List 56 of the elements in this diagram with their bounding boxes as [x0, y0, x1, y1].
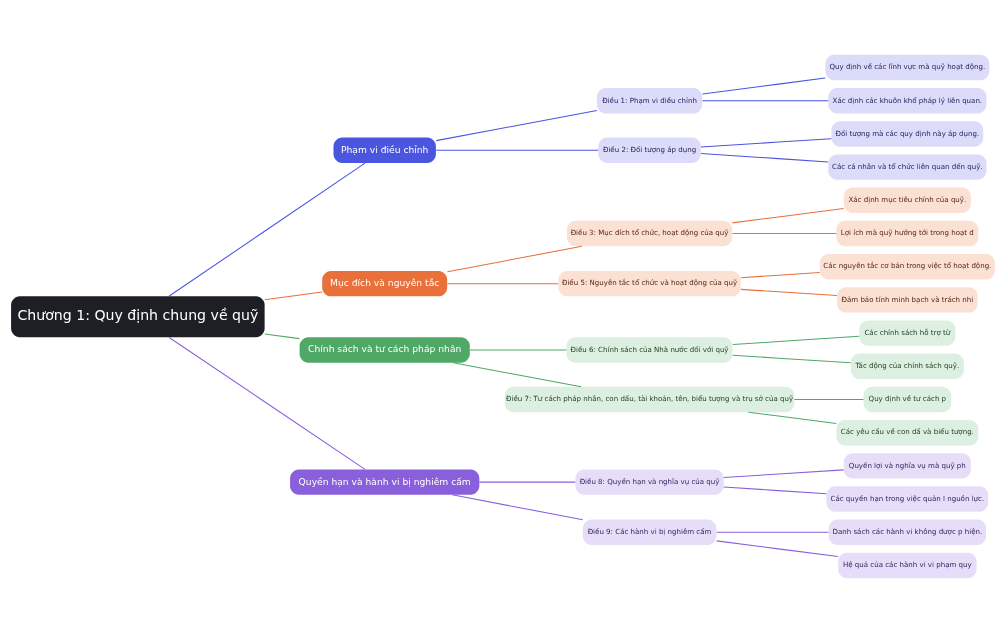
connector [446, 245, 583, 272]
connector [747, 411, 837, 424]
node-box: Xác định mục tiêu chính của quỹ. [843, 187, 971, 213]
node-box: Đảm bảo tính minh bạch và trách nhi [837, 286, 978, 313]
connector [435, 149, 599, 151]
connector [723, 468, 845, 478]
node-box: Lợi ích mà quỹ hướng tới trong hoạt đ [836, 220, 979, 246]
connector [732, 354, 852, 363]
connector [732, 335, 860, 345]
node-box: Danh sách các hành vi không được p hiện. [828, 519, 987, 545]
connector [446, 282, 559, 284]
connector [731, 232, 837, 234]
node-box: Điều 3: Mục đích tổ chức, hoạt động của quỹ [566, 220, 733, 246]
connector [740, 271, 821, 278]
node-box: Điều 8: Quyền hạn và nghĩa vụ của quỹ [575, 468, 724, 495]
connector [478, 481, 576, 483]
connector [701, 77, 826, 94]
connector [700, 137, 832, 147]
node-box: Quyền hạn và hành vi bị nghiêm cấm [290, 468, 480, 495]
node-box: Điều 9: Các hành vi bị nghiêm cấm [582, 519, 717, 545]
node-box: Các chính sách hỗ trợ từ [859, 319, 956, 346]
connector [264, 332, 300, 339]
node-box: Quyền lợi và nghĩa vụ mà quỹ ph [843, 452, 971, 479]
node-box: Điều 2: Đối tượng áp dụng [598, 136, 701, 163]
connector [168, 162, 366, 297]
connector [731, 207, 845, 223]
connector [700, 152, 829, 162]
connector [451, 493, 584, 520]
node-box: Mục đích và nguyên tắc [322, 270, 448, 296]
node-box: Quy định về tư cách p [863, 386, 952, 412]
node-box: Quy định về các lĩnh vực mà quỹ hoạt động. [825, 54, 990, 80]
node-box: Điều 6: Chính sách của Nhà nước đối với quỹ [566, 336, 733, 363]
connector [740, 288, 838, 296]
node-box: Xác định các khuôn khổ pháp lý liên quan. [828, 87, 987, 113]
node-box: Điều 5: Nguyên tắc tổ chức và hoạt động của quỹ [558, 270, 741, 296]
connector [723, 485, 827, 494]
connector [716, 531, 829, 533]
node-box: Đối tượng mà các quy định này áp dụng. [831, 120, 984, 147]
node-box: Các cá nhân và tổ chức liên quan đến quỹ. [828, 153, 987, 180]
node-box: Phạm vi điều chỉnh [333, 136, 436, 163]
node-box: Các nguyên tắc cơ bản trong việc tổ hoạt động. [819, 253, 995, 279]
connector [469, 349, 567, 351]
connector [435, 109, 598, 141]
connector [452, 361, 582, 387]
node-box: Điều 7: Tư cách pháp nhân, con dấu, tài khoản, tên, biểu tượng và trụ sở của quỹ [504, 386, 795, 412]
connector [701, 99, 829, 101]
connector [168, 336, 366, 470]
node-box: Chương 1: Quy định chung về quỹ [11, 295, 265, 337]
connector [716, 539, 839, 557]
connector [264, 291, 323, 300]
node-box: Hệ quả của các hành vi vi phạm quy [838, 552, 977, 578]
node-box: Các yêu cầu về con dấ và biểu tượng. [836, 419, 979, 445]
node-box: Chính sách và tư cách pháp nhân [299, 336, 470, 363]
node-box: Điều 1: Phạm vi điều chỉnh [596, 87, 703, 113]
node-box: Tác động của chính sách quỹ. [850, 353, 964, 379]
connector [793, 398, 864, 400]
